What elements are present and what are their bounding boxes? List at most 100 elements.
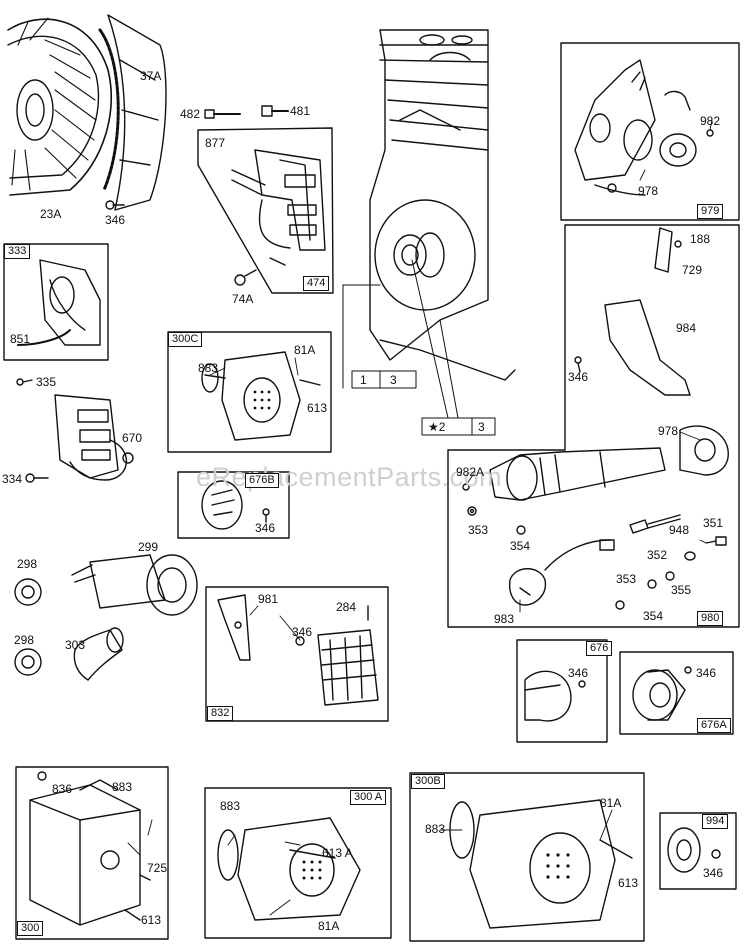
- starter-980-box: [447, 224, 740, 628]
- part-label: ★2: [428, 420, 446, 434]
- part-label: 982: [700, 114, 721, 128]
- muffler-300-box: [15, 766, 169, 940]
- part-label: 81A: [318, 919, 340, 933]
- part-label: 883: [425, 822, 446, 836]
- muffler-299-icon: [71, 554, 198, 616]
- part-label: 346: [568, 666, 589, 680]
- kill-switch-box: [3, 243, 109, 361]
- nut-icon: [14, 578, 42, 676]
- screw-icon: [105, 200, 125, 210]
- guard-icon: [632, 666, 692, 721]
- callout-lines: [342, 259, 496, 436]
- part-label: 883: [220, 799, 241, 813]
- part-label: 982A: [456, 465, 485, 479]
- part-label: 613: [141, 913, 162, 927]
- part-label: 877: [205, 136, 226, 150]
- muffler-icon: [217, 817, 361, 921]
- part-label: 354: [510, 539, 531, 553]
- part-label: 948: [669, 523, 690, 537]
- part-label: 613: [307, 401, 328, 415]
- part-label: 346: [255, 521, 276, 535]
- part-label: 74A: [232, 292, 254, 306]
- box-label: 994: [702, 814, 729, 829]
- part-label: 346: [568, 370, 589, 384]
- armature-box: [197, 127, 334, 294]
- bracket-979-box: [560, 42, 740, 221]
- part-label: 978: [638, 184, 659, 198]
- box-label: 474: [303, 276, 330, 291]
- part-label: 883: [112, 780, 133, 794]
- part-label: 346: [292, 625, 313, 639]
- part-label: 355: [671, 583, 692, 597]
- part-label: 670: [122, 431, 143, 445]
- part-label: 1: [360, 373, 367, 387]
- guard-676a-box: [619, 651, 734, 735]
- part-label: 354: [643, 609, 664, 623]
- part-label: 851: [10, 332, 31, 346]
- box-label: 333: [4, 244, 31, 259]
- part-label: 81A: [294, 343, 316, 357]
- part-label: 353: [468, 523, 489, 537]
- part-label: 298: [17, 557, 38, 571]
- part-label: 298: [14, 633, 35, 647]
- box-label: 980: [697, 611, 724, 626]
- part-label: 353: [616, 572, 637, 586]
- part-label: 836: [52, 782, 73, 796]
- part-label: 346: [696, 666, 717, 680]
- part-label: 346: [105, 213, 126, 227]
- box-label: 676A: [697, 718, 731, 733]
- part-label: 729: [682, 263, 703, 277]
- flywheel-screen-icon: [107, 14, 167, 211]
- muffler-300b-box: [409, 772, 645, 942]
- part-label: 188: [690, 232, 711, 246]
- spark-arrester-832-box: [205, 586, 389, 722]
- part-label: 346: [703, 866, 724, 880]
- part-label: 37A: [140, 69, 162, 83]
- box-label: 979: [697, 204, 724, 219]
- part-label: 883: [198, 361, 219, 375]
- guard-icon: [201, 480, 270, 530]
- box-label: 676B: [245, 473, 279, 488]
- part-label: 983: [494, 612, 515, 626]
- part-label: 984: [676, 321, 697, 335]
- part-label: 481: [290, 104, 311, 118]
- part-label: 81A: [600, 796, 622, 810]
- coil-icon: [16, 378, 134, 483]
- muffler-300c-box: [167, 331, 332, 453]
- box-label: 300B: [411, 774, 445, 789]
- starter-guard-icon: [574, 299, 691, 396]
- part-label: 284: [336, 600, 357, 614]
- muffler-300a-box: [204, 787, 392, 939]
- box-label: 832: [207, 706, 234, 721]
- elbow-icon: [73, 627, 124, 681]
- armature-icon: [231, 149, 326, 266]
- part-label: 3: [478, 420, 485, 434]
- part-label: 482: [180, 107, 201, 121]
- box-label: 300C: [168, 332, 203, 347]
- part-label: 725: [147, 861, 168, 875]
- part-label: 23A: [40, 207, 62, 221]
- part-label: 352: [647, 548, 668, 562]
- screw-icon: [204, 105, 289, 119]
- part-label: 981: [258, 592, 279, 606]
- flywheel-icon: [7, 17, 120, 196]
- part-label: 613: [618, 876, 639, 890]
- guard-994-box: [659, 812, 737, 890]
- part-label: 3: [390, 373, 397, 387]
- guard-676-box: [516, 639, 608, 743]
- part-label: 303: [65, 638, 86, 652]
- bracket-icon: [654, 227, 682, 273]
- box-label: 300 A: [350, 790, 387, 805]
- part-label: 351: [703, 516, 724, 530]
- bracket-icon: [17, 259, 101, 346]
- box-label: 300: [17, 921, 44, 936]
- part-label: 978: [658, 424, 679, 438]
- screw-icon: [234, 269, 257, 286]
- part-label: 335: [36, 375, 57, 389]
- guard-icon: [667, 827, 721, 873]
- cylinder-block-icon: [369, 29, 516, 381]
- muffler-icon: [29, 771, 151, 926]
- muffler-icon: [449, 799, 633, 929]
- box-label: 676: [586, 641, 613, 656]
